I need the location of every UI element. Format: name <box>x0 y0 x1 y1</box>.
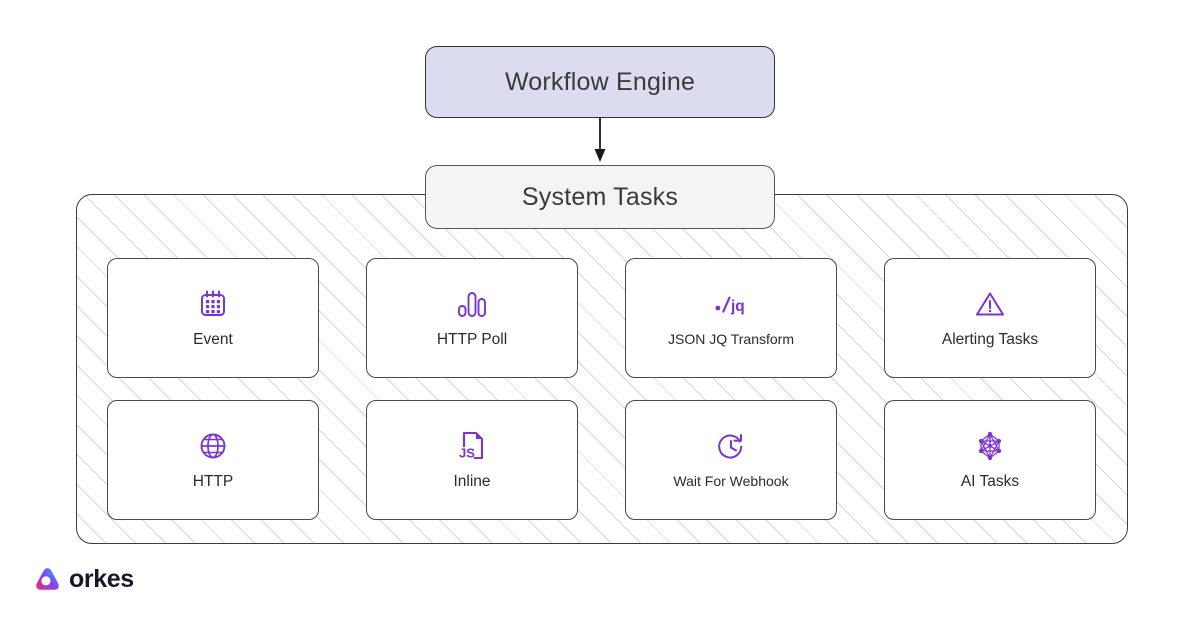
task-card-inline[interactable]: JS Inline <box>366 400 578 520</box>
task-card-label: HTTP <box>192 473 234 491</box>
task-card-http-poll[interactable]: HTTP Poll <box>366 258 578 378</box>
task-card-alerting-tasks[interactable]: Alerting Tasks <box>884 258 1096 378</box>
downward-arrow-icon <box>594 116 606 162</box>
task-card-label: AI Tasks <box>960 473 1020 491</box>
orkes-branding: orkes <box>34 565 134 594</box>
workflow-engine-node: Workflow Engine <box>425 46 775 118</box>
task-card-event[interactable]: Event <box>107 258 319 378</box>
task-card-label: HTTP Poll <box>436 331 508 349</box>
workflow-engine-label: Workflow Engine <box>504 67 696 96</box>
clock-refresh-icon <box>714 430 748 464</box>
system-tasks-node: System Tasks <box>425 165 775 229</box>
task-card-label: Inline <box>453 473 491 491</box>
svg-text:jq: jq <box>730 298 745 315</box>
orkes-wordmark: orkes <box>69 565 134 593</box>
neural-network-icon <box>973 429 1007 463</box>
task-card-label: Wait For Webhook <box>673 473 789 490</box>
calendar-icon <box>196 287 230 321</box>
task-card-http[interactable]: HTTP <box>107 400 319 520</box>
task-card-json-jq-transform[interactable]: jq JSON JQ Transform <box>625 258 837 378</box>
poll-bars-icon <box>455 287 489 321</box>
js-file-icon: JS <box>455 429 489 463</box>
warning-triangle-icon <box>973 287 1007 321</box>
jq-logo-icon: jq <box>714 288 748 322</box>
task-card-label: Event <box>193 331 233 349</box>
system-tasks-label: System Tasks <box>521 182 679 211</box>
task-card-label: JSON JQ Transform <box>667 331 795 348</box>
task-card-wait-for-webhook[interactable]: Wait For Webhook <box>625 400 837 520</box>
orkes-logo-mark <box>36 568 59 590</box>
task-card-label: Alerting Tasks <box>941 331 1039 349</box>
svg-text:JS: JS <box>459 446 475 461</box>
task-card-grid: Event HTTP Poll jq JSON JQ <box>107 258 1097 520</box>
task-card-ai-tasks[interactable]: AI Tasks <box>884 400 1096 520</box>
globe-icon <box>196 429 230 463</box>
